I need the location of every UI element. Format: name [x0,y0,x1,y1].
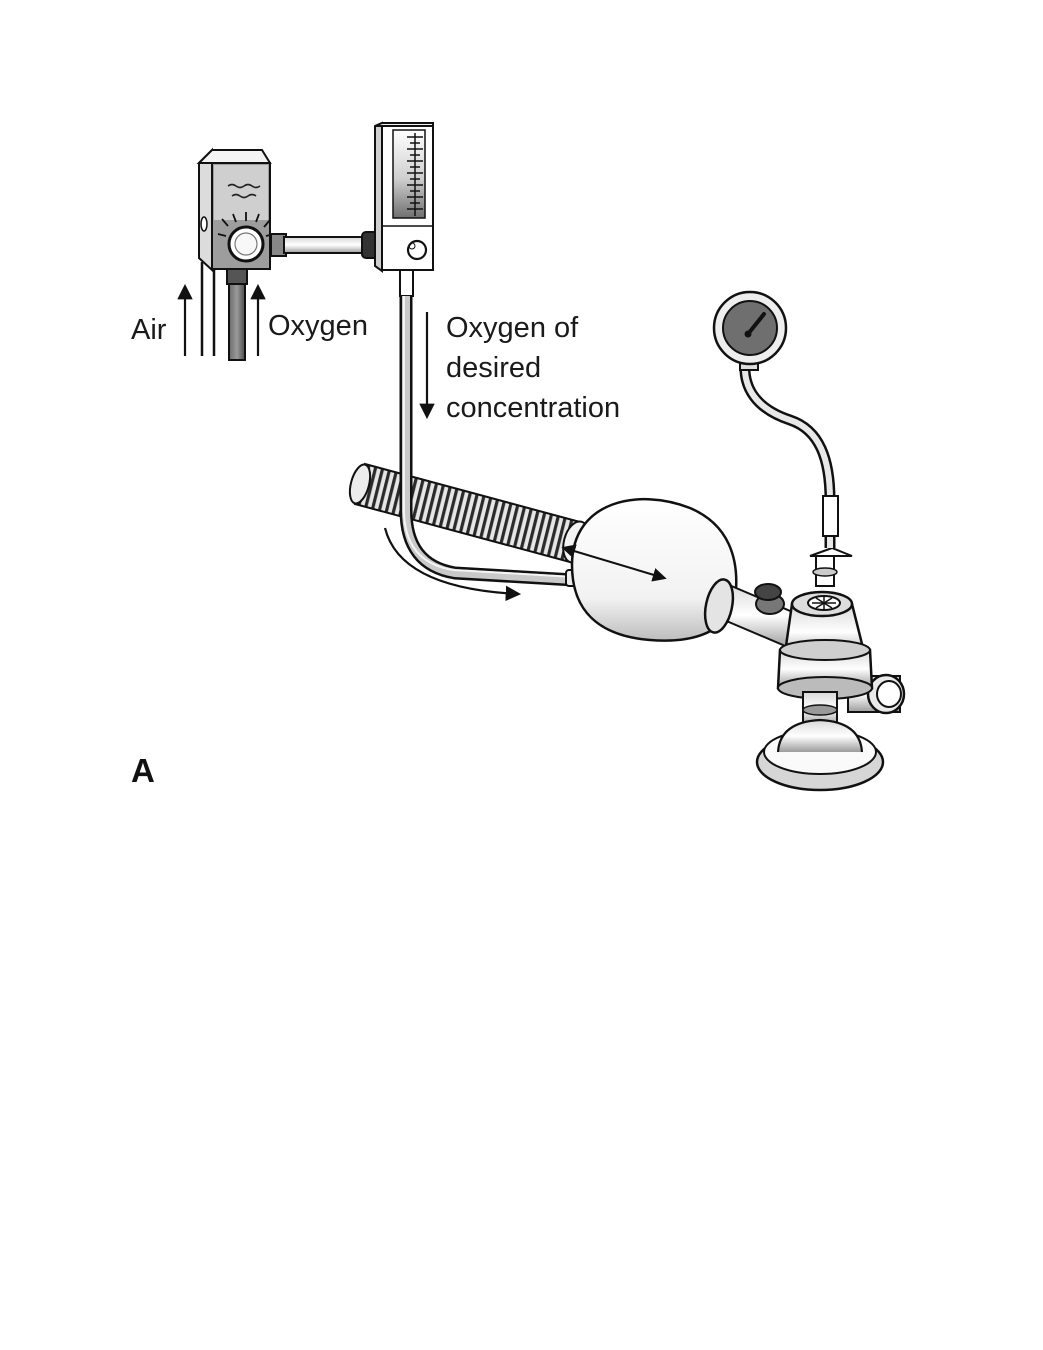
mixed-oxygen-label-line3: concentration [446,392,621,424]
flowmeter [374,121,434,297]
flowmeter-knob-icon [406,239,428,261]
patient-valve [703,546,906,727]
blender-dial-icon [217,212,275,237]
panel-label: A [131,752,155,789]
mixed-oxygen-label-line2: desired [446,352,542,384]
gauge-needle-icon [746,312,766,336]
air-label: Air [131,314,167,346]
oxygen-supply-tube [399,296,587,587]
flow-arrows [177,283,522,602]
mixed-oxygen-label-line1: Oxygen of [446,312,579,344]
face-mask [755,718,885,792]
pressure-manometer [712,290,839,548]
oxygen-label: Oxygen [268,310,368,342]
reservoir-flow-arrow [383,527,522,602]
air-oxygen-blender [196,147,383,361]
self-inflating-bag [561,497,738,642]
bag-flow-arrow [561,544,667,582]
corrugated-reservoir-tube [348,462,590,564]
flowmeter-scale [407,133,423,216]
mixed-oxygen-label: Oxygen of desired concentration [446,308,620,428]
